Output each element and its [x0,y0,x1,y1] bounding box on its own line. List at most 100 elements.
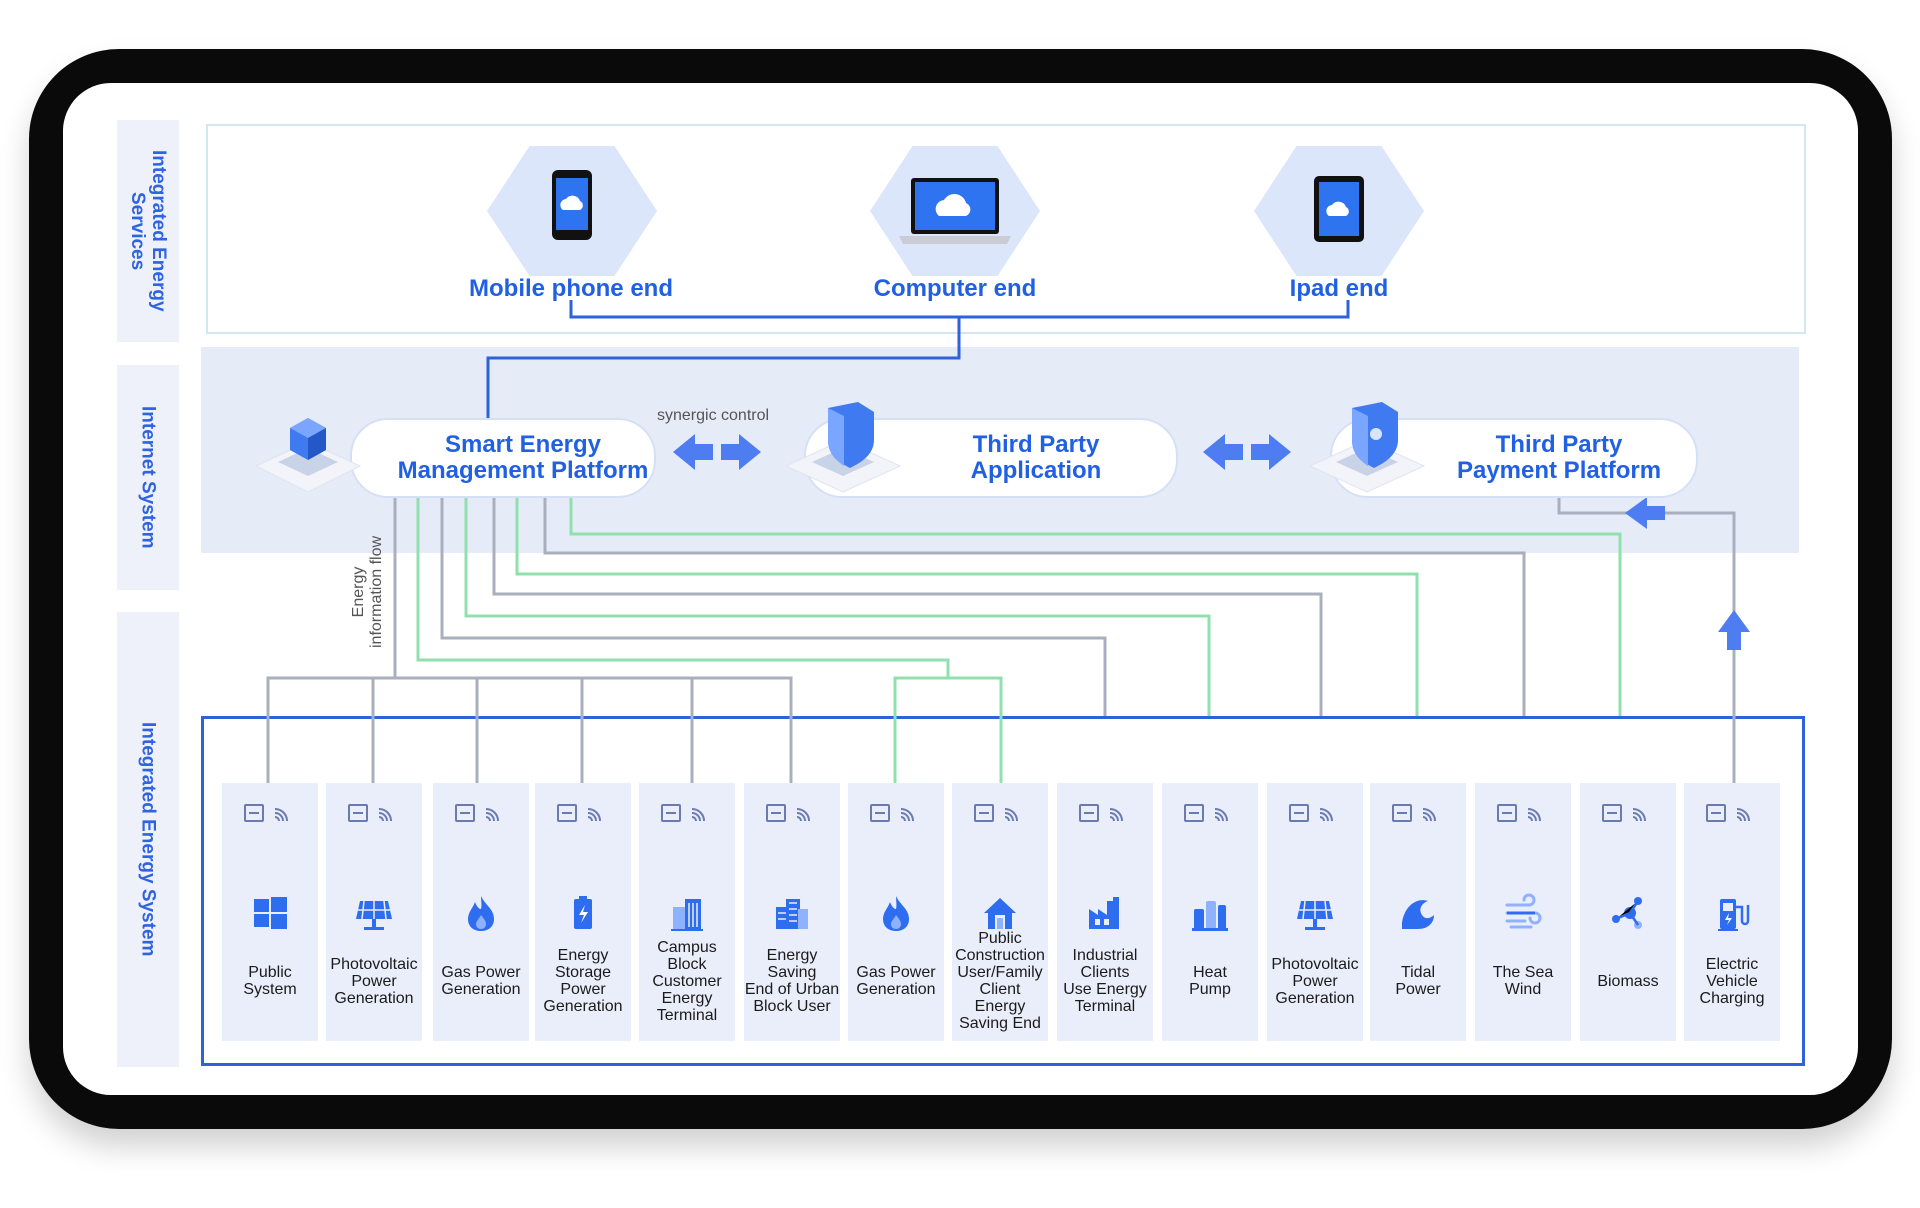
factory-icon [1089,897,1119,929]
energy-information-flow-label: Energy information flow [350,535,385,648]
third-party-app-label: Third Party Application [970,431,1102,484]
shield-platform-icon [784,402,902,493]
card-status-icons [766,804,816,822]
card-label: Heat Pump [1189,964,1231,998]
synergic-control-label: synergic control [657,407,770,424]
energy-card[interactable]: Tidal Power [1370,783,1466,1041]
card-label: Campus Block Customer Energy Terminal [652,938,722,1024]
energy-card[interactable]: Public Construction User/Family Client E… [952,783,1048,1041]
smart-meter-icon [1184,804,1204,822]
energy-card[interactable]: Gas Power Generation [848,783,944,1041]
ipad-device[interactable] [1254,146,1424,276]
sidebar-energy-label: Integrated Energy System [137,722,159,957]
smart-energy-platform[interactable]: Smart Energy Management Platform [350,418,656,498]
molecule-icon [1612,897,1642,929]
card-status-icons [348,804,398,822]
payment-platform-label: Third Party Payment Platform [1456,431,1662,484]
wireless-signal-icon [378,808,392,822]
wireless-signal-icon [900,808,914,822]
battery-icon [574,896,592,929]
shield-lock-platform-icon [1308,402,1426,493]
sidebar-services-label: Integrated Energy Services [127,150,169,312]
ev-charger-icon [1718,899,1750,931]
solar-panel-icon [356,900,392,930]
computer-device[interactable] [870,146,1040,276]
smart-meter-icon [1497,804,1517,822]
flame-icon [468,896,494,931]
mobile-device[interactable] [487,146,657,276]
windows-icon [254,897,287,929]
wireless-signal-icon [1527,808,1541,822]
card-status-icons [661,804,711,822]
cube-platform-icon [254,418,362,493]
smart-meter-icon [455,804,475,822]
card-status-icons [1079,804,1129,822]
card-label: Gas Power Generation [856,964,936,998]
sidebar-internet: Internet System [117,365,179,590]
card-label: Electric Vehicle Charging [1699,955,1765,1007]
wireless-signal-icon [587,808,601,822]
card-label: The Sea Wind [1492,964,1554,998]
wireless-signal-icon [796,808,810,822]
card-status-icons [1289,804,1339,822]
card-label: Biomass [1597,972,1659,990]
wireless-signal-icon [691,808,705,822]
sidebar-internet-label: Internet System [137,406,159,549]
card-label: Public System [243,964,297,998]
smart-meter-icon [1392,804,1412,822]
smart-meter-icon [557,804,577,822]
card-label: Industrial Clients Use Energy Terminal [1063,947,1147,1015]
energy-card[interactable]: Electric Vehicle Charging [1684,783,1780,1041]
card-status-icons [455,804,505,822]
smart-energy-label: Smart Energy Management Platform [397,431,649,484]
smartphone-icon [552,170,592,240]
energy-card[interactable]: Photovoltaic Power Generation [326,783,422,1041]
energy-card[interactable]: Gas Power Generation [433,783,529,1041]
card-status-icons [557,804,607,822]
smart-meter-icon [1602,804,1622,822]
wireless-signal-icon [1214,808,1228,822]
flame-icon [883,896,909,931]
wireless-signal-icon [1004,808,1018,822]
energy-card[interactable]: Campus Block Customer Energy Terminal [639,783,735,1041]
smart-meter-icon [348,804,368,822]
wireless-signal-icon [1632,808,1646,822]
card-label: Public Construction User/Family Client E… [955,930,1045,1032]
energy-card[interactable]: Industrial Clients Use Energy Terminal [1057,783,1153,1041]
solar-panel-icon [1297,900,1333,930]
smart-meter-icon [661,804,681,822]
card-status-icons [1602,804,1652,822]
sidebar-energy: Integrated Energy System [117,612,179,1067]
smart-meter-icon [870,804,890,822]
energy-card[interactable]: The Sea Wind [1475,783,1571,1041]
heat-pump-icon [1192,901,1228,931]
card-status-icons [1184,804,1234,822]
card-label: Energy Saving End of Urban Block User [744,947,840,1015]
laptop-icon [899,178,1011,244]
energy-card[interactable]: Photovoltaic Power Generation [1267,783,1363,1041]
energy-card[interactable]: Heat Pump [1162,783,1258,1041]
smart-meter-icon [766,804,786,822]
smart-meter-icon [1706,804,1726,822]
card-status-icons [1497,804,1547,822]
energy-card[interactable]: Energy Storage Power Generation [535,783,631,1041]
computer-label: Computer end [873,275,1037,302]
energy-card[interactable]: Energy Saving End of Urban Block User [744,783,840,1041]
smart-meter-icon [974,804,994,822]
card-label: Gas Power Generation [441,964,521,998]
card-status-icons [1706,804,1756,822]
city-building-icon [776,899,808,929]
card-status-icons [1392,804,1442,822]
wind-icon [1505,893,1542,929]
wireless-signal-icon [274,808,288,822]
card-status-icons [974,804,1024,822]
campus-building-icon [671,899,703,931]
card-label: Photovoltaic Power Generation [1271,955,1359,1007]
energy-card[interactable]: Biomass [1580,783,1676,1041]
card-status-icons [870,804,920,822]
tablet-icon [1314,176,1364,242]
card-label: Energy Storage Power Generation [543,947,623,1015]
energy-card[interactable]: Public System [222,783,318,1041]
card-label: Tidal Power [1395,964,1441,998]
smart-meter-icon [1079,804,1099,822]
